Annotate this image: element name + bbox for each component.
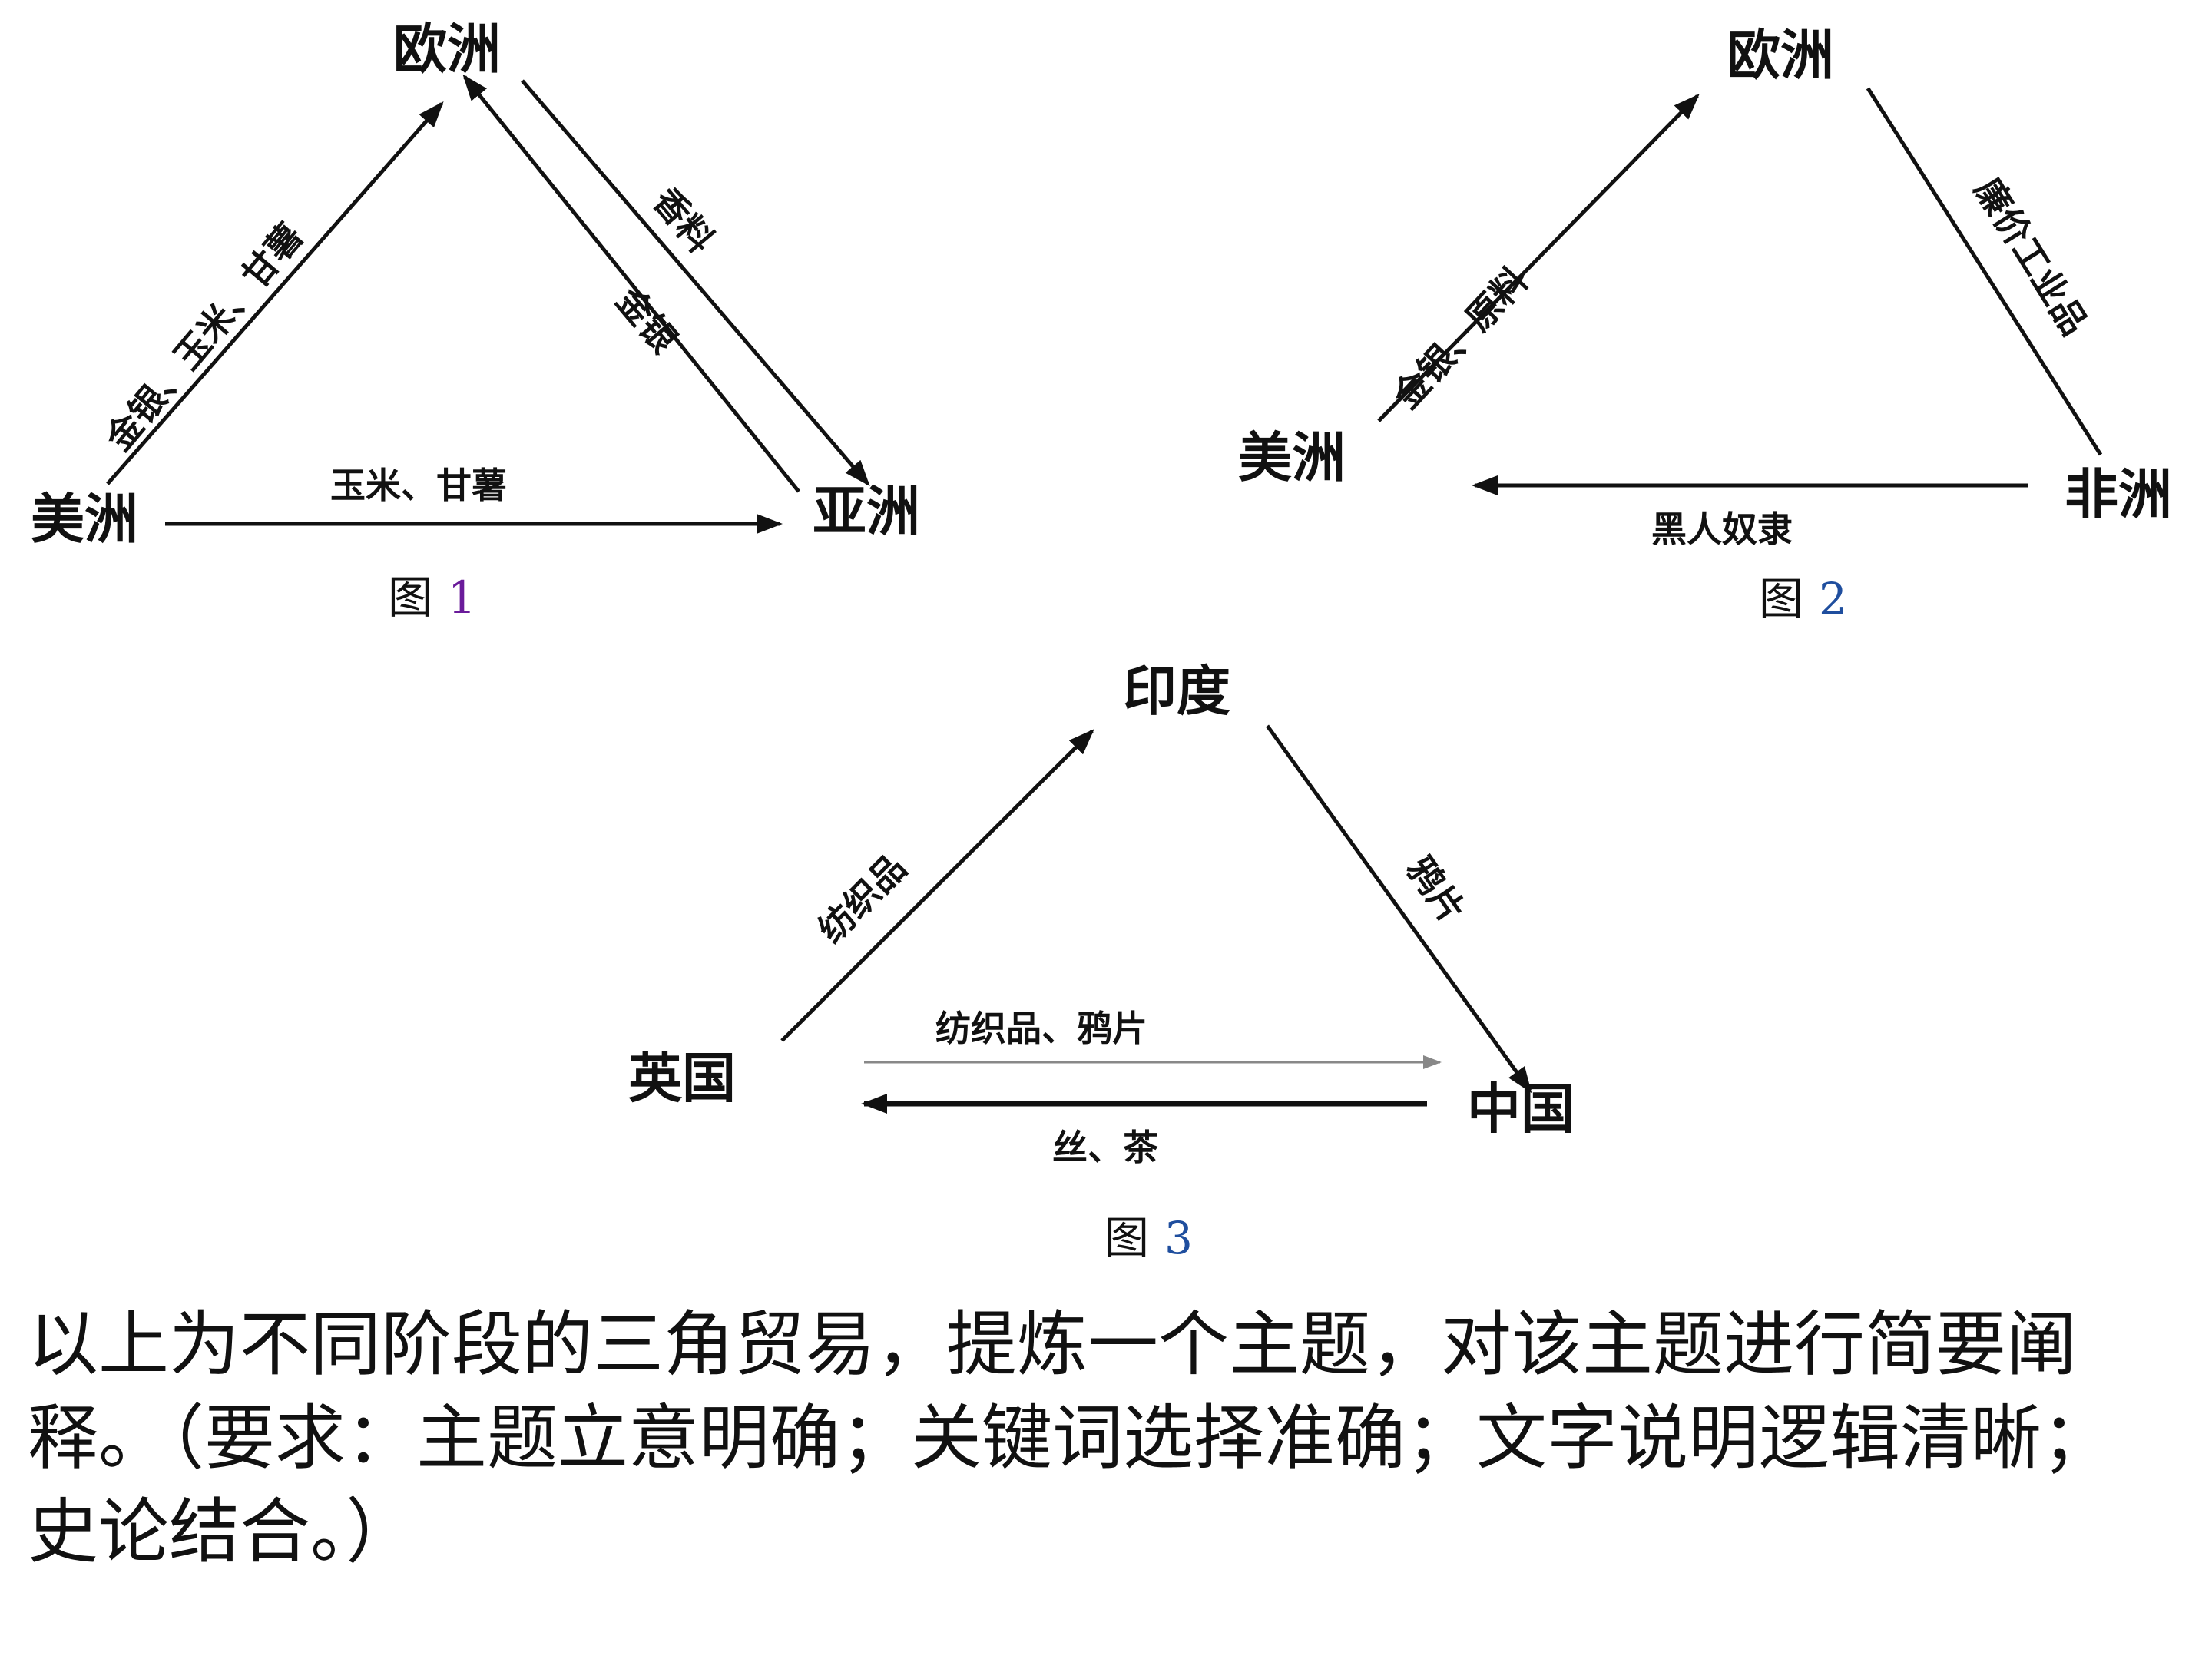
fig1-node-europe: 欧洲 [393,18,501,81]
fig3-node-india: 印度 [1123,660,1230,723]
fig3-label-china-to-britain: 丝、茶 [1052,1127,1159,1168]
fig2-node-europe: 欧洲 [1727,24,1834,87]
fig3-arrow-britain-to-india [780,729,1094,1042]
fig3-caption-label: 图 [1104,1212,1149,1264]
fig2-caption-label: 图 [1759,573,1803,625]
fig1-node-asia: 亚洲 [813,480,920,543]
question-line-3: 史论结合。） [28,1491,417,1573]
fig1-arrow-americas-to-europe [106,101,444,485]
fig2-arrow-europe-to-africa [1866,87,2103,456]
fig1-label-americas-to-europe: 金银、玉米、甘薯 [97,215,311,459]
fig1-node-americas: 美洲 [31,488,138,551]
question-text: 以上为不同阶段的三角贸易，提炼一个主题，对该主题进行简要阐 释。（要求：主题立意… [28,1298,2194,1579]
question-line-1: 以上为不同阶段的三角贸易，提炼一个主题，对该主题进行简要阐 [28,1303,2078,1386]
fig1-arrow-europe-to-asia [521,79,870,487]
fig2-arrow-americas-to-europe [1377,94,1700,422]
fig3-node-britain: 英国 [628,1047,736,1110]
fig2-label-africa-to-americas: 黑人奴隶 [1651,508,1793,550]
fig2-label-europe-to-africa: 廉价工业品 [1967,171,2096,343]
fig1-label-asia-to-europe: 金银 [608,280,685,361]
fig1-arrow-asia-to-europe [462,74,800,493]
fig2-caption-number: 2 [1819,573,1847,625]
fig1-caption-number: 1 [448,571,476,624]
fig2-node-africa: 非洲 [2065,463,2172,526]
fig3-label-india-to-china: 鸦片 [1399,849,1473,930]
fig1-label-europe-to-asia: 香料 [645,180,723,260]
fig2-label-americas-to-europe: 金银、原料 [1385,259,1536,417]
fig3-label-britain-to-china: 纺织品、鸦片 [935,1008,1147,1049]
fig3-node-china: 中国 [1467,1078,1575,1141]
fig1-label-americas-to-asia: 玉米、甘薯 [330,465,507,506]
fig3-caption-number: 3 [1164,1212,1193,1264]
fig2-node-americas: 美洲 [1238,426,1346,489]
fig1-caption-label: 图 [388,571,432,624]
fig3-label-britain-to-india: 纺织品 [810,846,915,951]
fig3-arrow-india-to-china [1265,724,1532,1094]
question-line-2: 释。（要求：主题立意明确；关键词选择准确；文字说明逻辑清晰； [28,1397,2113,1479]
